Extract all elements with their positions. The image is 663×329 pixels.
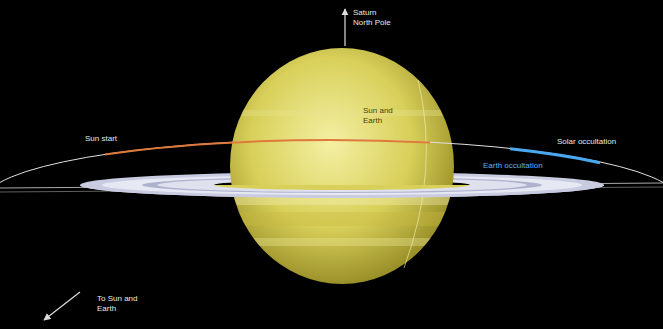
sun-arc [105,140,430,154]
label: Sun and Earth [362,106,398,126]
label: Earth occultation [482,161,544,171]
sun-arrow [44,292,80,320]
rings-front [80,185,604,198]
label: Solar occultation [556,137,617,147]
trajectory [0,140,663,200]
label: Sun start [84,134,118,144]
label: Saturn North Pole [352,8,398,28]
planet [220,48,470,284]
label: To Sun and Earth [96,294,144,314]
pole-arrow [344,9,345,46]
